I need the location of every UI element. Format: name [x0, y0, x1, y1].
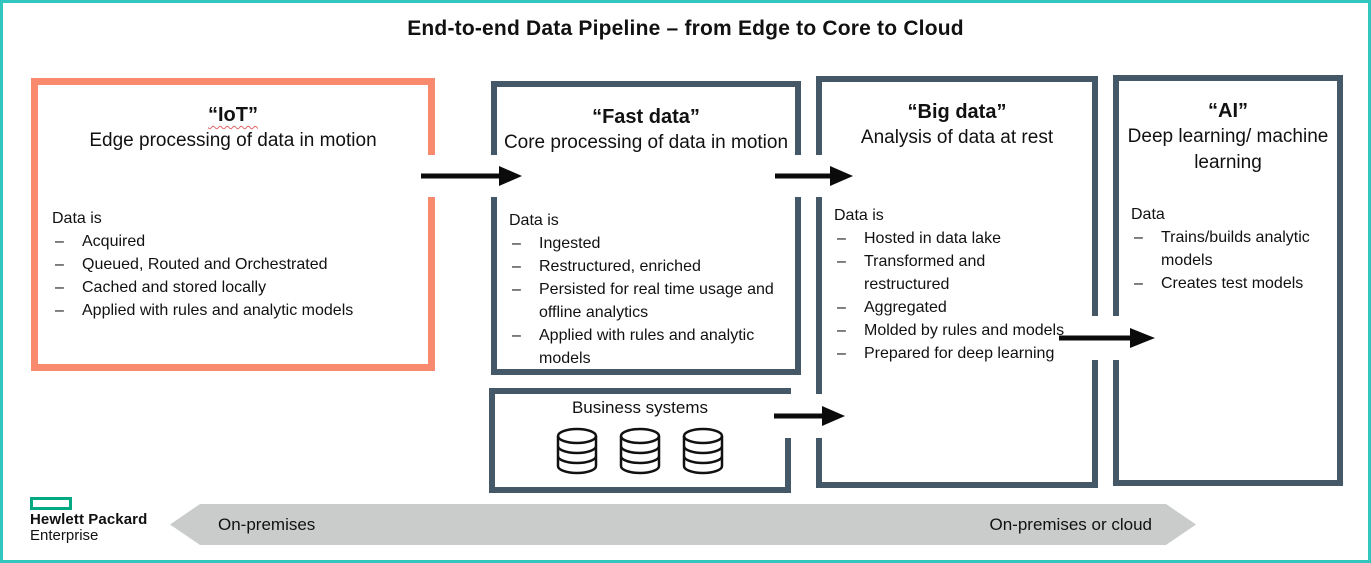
business-systems-label: Business systems [571, 398, 709, 417]
bullet-dash: – [55, 279, 64, 296]
stage-subtitle: Edge processing of data in motion [89, 130, 377, 151]
bullet-text: Aggregated [864, 299, 947, 316]
stage-lead: Data is [52, 210, 102, 227]
page-title: End-to-end Data Pipeline – from Edge to … [407, 17, 964, 40]
bullet-item: – Transformed and restructured [834, 250, 1090, 296]
hpe-logo: Hewlett Packard Enterprise [30, 497, 147, 543]
database-icon [682, 427, 724, 475]
stage-lead: Data is [834, 207, 884, 224]
stage-lead: Data is [509, 212, 559, 229]
stage-lead: Data [1131, 206, 1165, 223]
stage-title: “Big data” [907, 101, 1007, 123]
bullet-item: – Creates test models [1131, 272, 1335, 295]
bullet-text: Applied with rules and analytic models [539, 327, 755, 367]
bullet-dash: – [837, 253, 846, 270]
bullet-dash: – [512, 235, 521, 252]
bullet-text: Molded by rules and models [864, 322, 1065, 339]
bullet-item: – Restructured, enriched [509, 255, 793, 278]
bullet-item: – Cached and stored locally [52, 276, 426, 299]
bullet-dash: – [837, 230, 846, 247]
hpe-logo-mark-icon [30, 497, 72, 510]
bullet-list: – Acquired – Queued, Routed and Orchestrate… [52, 230, 426, 322]
stage-title: “IoT” [208, 104, 258, 126]
arrow-big-data-to-ai-icon [1059, 328, 1155, 348]
bullet-item: – Persisted for real time usage and offli… [509, 278, 793, 324]
business-systems-box: Business systems [489, 388, 791, 493]
stage-subtitle: Analysis of data at rest [860, 127, 1054, 148]
bullet-text: Creates test models [1161, 275, 1304, 292]
bullet-item: – Aggregated [834, 296, 1090, 319]
arrow-iot-to-fast-data-icon [421, 166, 522, 186]
bullet-text: Ingested [539, 235, 601, 252]
bullet-dash: – [837, 322, 846, 339]
bullet-item: – Molded by rules and models [834, 319, 1090, 342]
stage-body: Data is – Hosted in data lake – Transformed… [822, 204, 1090, 365]
bullet-text: Acquired [82, 233, 146, 250]
bullet-list: – Trains/builds analytic models – Creates t… [1131, 226, 1335, 295]
arrow-fast-data-to-big-data-icon [775, 166, 853, 186]
bullet-dash: – [512, 327, 521, 344]
database-icon [556, 427, 598, 475]
bullet-dash: – [55, 302, 64, 319]
stage-body: Data is – Ingested – Restructured, enriched… [497, 209, 793, 370]
on-premises-label: On-premises [218, 515, 316, 534]
hpe-logo-line1: Hewlett Packard [30, 511, 148, 528]
bullet-text: Cached and stored locally [82, 279, 267, 296]
bullet-text: Applied with rules and analytic models [82, 302, 354, 319]
arrow-business-to-big-data-icon [774, 406, 845, 426]
bullet-text: Transformed and restructured [864, 253, 986, 293]
bullet-item: – Ingested [509, 232, 793, 255]
bullet-item: – Applied with rules and analytic models [52, 299, 426, 322]
bullet-item: – Queued, Routed and Orchestrated [52, 253, 426, 276]
stage-box-ai: “AI” Deep learning/ machine learning Dat… [1113, 75, 1343, 486]
stage-box-fast-data: “Fast data” Core processing of data in m… [491, 81, 801, 375]
stage-box-iot: “IoT” Edge processing of data in motion … [31, 78, 435, 371]
bullet-item: – Prepared for deep learning [834, 342, 1090, 365]
bullet-item: – Hosted in data lake [834, 227, 1090, 250]
bullet-dash: – [55, 256, 64, 273]
bullet-dash: – [837, 299, 846, 316]
on-premises-or-cloud-label: On-premises or cloud [989, 515, 1152, 534]
bullet-dash: – [1134, 275, 1143, 292]
bullet-text: Queued, Routed and Orchestrated [82, 256, 328, 273]
bullet-dash: – [512, 281, 521, 298]
bullet-item: – Applied with rules and analytic models [509, 324, 793, 370]
bullet-dash: – [512, 258, 521, 275]
bullet-list: – Hosted in data lake – Transformed and res… [834, 227, 1090, 365]
hpe-logo-line2: Enterprise [30, 527, 99, 544]
bullet-list: – Ingested – Restructured, enriched – Persist… [509, 232, 793, 370]
bullet-text: Restructured, enriched [539, 258, 701, 275]
bullet-text: Persisted for real time usage and offlin… [539, 281, 774, 321]
bullet-dash: – [1134, 229, 1143, 246]
database-icon [619, 427, 661, 475]
bullet-dash: – [55, 233, 64, 250]
stage-title: “Fast data” [592, 106, 700, 128]
stage-title: “AI” [1208, 100, 1248, 122]
bullet-text: Prepared for deep learning [864, 345, 1055, 362]
bullet-text: Trains/builds analytic models [1161, 229, 1310, 269]
stage-body: Data – Trains/builds analytic models – Crea… [1119, 203, 1335, 295]
stage-subtitle: Core processing of data in motion [503, 132, 789, 153]
deployment-bar [170, 504, 1196, 545]
bullet-item: – Acquired [52, 230, 426, 253]
database-icons-row [495, 427, 785, 475]
bullet-item: – Trains/builds analytic models [1131, 226, 1335, 272]
bullet-text: Hosted in data lake [864, 230, 1001, 247]
stage-body: Data is – Acquired – Queued, Routed and Orc… [38, 207, 426, 322]
stage-box-big-data: “Big data” Analysis of data at rest Data… [816, 76, 1098, 488]
stage-subtitle: Deep learning/ machine learning [1127, 126, 1329, 173]
bullet-dash: – [837, 345, 846, 362]
